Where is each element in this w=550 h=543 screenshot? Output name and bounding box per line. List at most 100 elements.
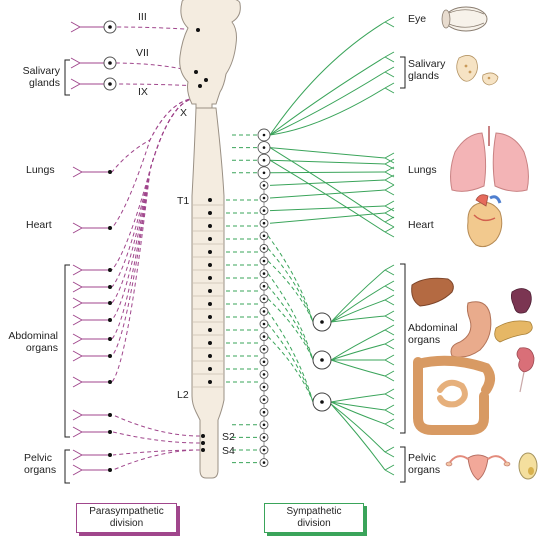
sympathetic-cell-dot <box>208 341 212 345</box>
nerve-pathways <box>70 16 395 476</box>
legend-sympathetic-text: Sympathetic division <box>286 506 342 529</box>
splanchnic-preganglionic <box>267 260 314 323</box>
sympathetic-thoracic-postganglionic <box>269 147 386 159</box>
sympathetic-abdominal-postganglionic <box>330 393 386 403</box>
terminal-ganglion-dot <box>108 430 112 434</box>
left-label-pelvic-organs: Pelvic organs <box>24 452 57 476</box>
legend-sympathetic: Sympathetic division <box>264 503 364 533</box>
sympathetic-pelvic-postganglionic <box>330 403 386 453</box>
sympathetic-cell-dot <box>208 237 212 241</box>
nerve-ending <box>384 388 395 400</box>
ganglion-dot <box>262 410 266 414</box>
nerve-ending <box>72 264 83 276</box>
sympathetic-abdominal-postganglionic <box>330 285 386 323</box>
lungs-icon <box>450 126 529 192</box>
ganglion-dot <box>262 284 266 288</box>
right-label-lungs: Lungs <box>408 164 437 176</box>
sacral-preganglionic <box>112 449 201 471</box>
right-label-eye: Eye <box>408 13 427 25</box>
ganglion-dot <box>262 322 266 326</box>
ganglia <box>103 20 332 468</box>
nerve-ending <box>384 338 395 350</box>
sympathetic-thoracic-postganglionic <box>269 147 386 223</box>
sympathetic-cell-dot <box>208 328 212 332</box>
spleen-icon <box>510 288 532 314</box>
ganglion-dot <box>320 320 324 324</box>
sympathetic-abdominal-postganglionic <box>330 329 386 361</box>
right-label-pelvic-organs: Pelvic organs <box>408 452 441 476</box>
stomach-icon <box>450 301 492 358</box>
sympathetic-thoracic-postganglionic <box>269 159 386 165</box>
nerve-ending <box>384 216 395 228</box>
nerve-ending <box>72 281 83 293</box>
right-label-heart: Heart <box>408 219 434 231</box>
terminal-ganglion-dot <box>108 468 112 472</box>
ganglion-dot <box>262 385 266 389</box>
terminal-ganglion-dot <box>108 380 112 384</box>
left-label-lungs: Lungs <box>26 164 55 176</box>
sacral-preganglionic <box>112 431 201 444</box>
ganglion-dot <box>262 335 266 338</box>
nerve-ending <box>384 82 395 94</box>
ganglion-dot <box>262 461 266 464</box>
ganglion-dot <box>262 209 266 212</box>
nerve-ending <box>384 370 395 382</box>
pancreas-icon <box>494 320 533 343</box>
nerve-ending <box>384 184 395 196</box>
cranial-preganglionic <box>112 26 199 31</box>
nerve-ending <box>72 350 83 362</box>
sympathetic-cell-dot <box>208 289 212 293</box>
bracket-right-abdominal <box>400 263 406 434</box>
sympathetic-cell-dot <box>208 224 212 228</box>
sympathetic-cell-dot <box>208 302 212 306</box>
ovary-icon <box>518 452 538 480</box>
nerve-ending <box>72 376 83 388</box>
sympathetic-cell-dot <box>208 263 212 267</box>
nerve-ending <box>384 310 395 322</box>
nerve-ending <box>72 409 83 421</box>
nucleus-dot <box>201 448 205 452</box>
intestines-icon <box>413 355 495 435</box>
left-label-abdominal-organs: Abdominal organs <box>8 330 58 354</box>
terminal-ganglion-dot <box>108 413 112 417</box>
sympathetic-thoracic-postganglionic <box>269 159 386 233</box>
nerve-ending <box>384 174 395 186</box>
sympathetic-cell-dot <box>208 198 212 202</box>
vagus-preganglionic <box>111 97 197 229</box>
right-label-abdominal-organs: Abdominal organs <box>408 322 458 346</box>
nerve-ending <box>384 418 395 430</box>
cranial-nerve-ix-label: IX <box>138 86 148 98</box>
nerve-ending <box>72 449 83 461</box>
nucleus-dot <box>194 70 198 74</box>
nerve-ending <box>384 51 395 63</box>
terminal-ganglion-dot <box>108 318 112 322</box>
nerve-ending <box>384 200 395 212</box>
ganglion-dot <box>262 234 266 238</box>
nerve-ending <box>72 222 83 234</box>
sympathetic-abdominal-postganglionic <box>330 401 386 425</box>
nerve-ending <box>72 426 83 438</box>
sympathetic-thoracic-postganglionic <box>269 179 386 186</box>
ganglion-dot <box>262 310 266 313</box>
nucleus-dot <box>201 434 205 438</box>
bracket-left-salivary <box>64 59 70 96</box>
ganglion-dot <box>262 398 266 401</box>
nerve-ending <box>72 166 83 178</box>
sympathetic-cell-dot <box>208 354 212 358</box>
eye-icon <box>441 6 488 32</box>
sympathetic-abdominal-postganglionic <box>330 269 386 323</box>
ganglion-dot <box>262 171 266 175</box>
kidney-icon <box>516 347 535 393</box>
terminal-ganglion-dot <box>108 285 112 289</box>
nerve-ending <box>384 324 395 336</box>
sacral-preganglionic <box>112 414 201 437</box>
brainstem <box>179 0 241 111</box>
nerve-ending <box>384 280 395 292</box>
ganglion-dot <box>262 184 266 187</box>
nerve-ending <box>72 333 83 345</box>
ganglion-dot <box>262 158 266 162</box>
splanchnic-preganglionic <box>267 323 314 403</box>
ganglion-dot <box>262 146 266 149</box>
nerve-ending <box>70 57 81 69</box>
